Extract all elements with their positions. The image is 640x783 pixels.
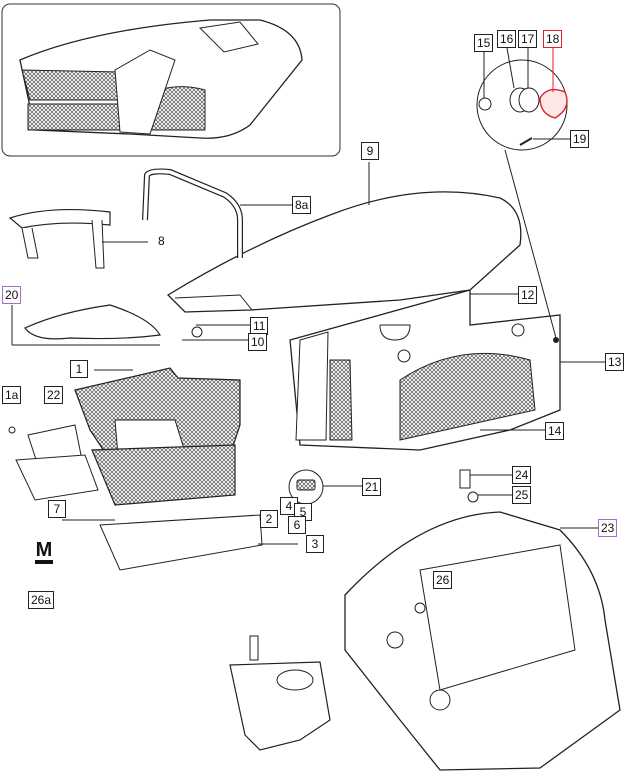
lower-bracket: [229, 635, 331, 751]
callout-14: 14: [545, 422, 565, 440]
callout-21: 21: [362, 478, 382, 496]
inset-overview: [1, 3, 341, 157]
small-hardware: [8, 426, 512, 505]
hood-part-9: [166, 162, 522, 313]
callout-26a: 26a: [28, 591, 55, 609]
callout-7: 7: [48, 500, 66, 518]
callout-8a: 8a: [292, 196, 312, 214]
callout-15: 15: [474, 34, 494, 52]
brand-letter: M: [36, 539, 53, 561]
rod-part-8a: [142, 168, 292, 258]
brand-badge-icon: M: [33, 537, 55, 567]
callout-16: 16: [497, 30, 517, 48]
fuel-cap-assembly: [476, 47, 570, 339]
side-panel-parts: [289, 289, 605, 451]
callout-12: 12: [518, 286, 538, 304]
callout-23: 23: [598, 519, 618, 537]
callout-26: 26: [433, 571, 453, 589]
front-grille-parts: [15, 324, 298, 571]
callout-22: 22: [44, 386, 64, 404]
handle-part-8: [8, 208, 148, 269]
callout-20: 20: [2, 286, 22, 304]
callout-19: 19: [570, 130, 590, 148]
cowl-part-23: [344, 511, 621, 771]
callout-1: 1: [70, 360, 88, 378]
callout-6: 6: [288, 516, 306, 534]
callout-9: 9: [361, 142, 379, 160]
callout-13: 13: [605, 353, 625, 371]
callout-17: 17: [518, 30, 538, 48]
callout-24: 24: [512, 466, 532, 484]
callout-2: 2: [260, 510, 278, 528]
callout-18: 18: [543, 30, 563, 48]
seal-part-20: [11, 304, 161, 346]
callout-25: 25: [512, 486, 532, 504]
callout-11: 11: [250, 317, 269, 335]
callout-1a: 1a: [2, 386, 22, 404]
callout-10: 10: [248, 333, 268, 351]
callout-3: 3: [306, 535, 324, 553]
label-8: 8: [158, 234, 165, 248]
